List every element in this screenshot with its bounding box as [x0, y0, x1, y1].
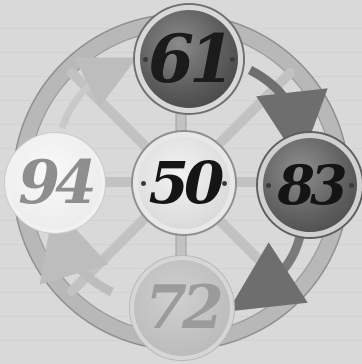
number-right: 83: [277, 158, 342, 212]
rivet: [141, 181, 146, 186]
medallion-left: 94: [5, 133, 105, 233]
number-left: 94: [18, 153, 92, 213]
medallion-right: 83: [258, 133, 362, 237]
medallion-center: 50: [133, 132, 235, 234]
rivet: [266, 183, 271, 188]
number-top: 61: [148, 26, 230, 92]
rivet: [349, 183, 354, 188]
number-bottom: 72: [145, 278, 219, 338]
medallion-top: 61: [135, 5, 243, 113]
medallion-bottom: 72: [130, 256, 234, 360]
rivet: [143, 57, 148, 62]
number-center: 50: [149, 154, 220, 212]
arrow-bottom-to-left: [64, 240, 112, 292]
rivet: [222, 181, 227, 186]
rivet: [230, 57, 235, 62]
